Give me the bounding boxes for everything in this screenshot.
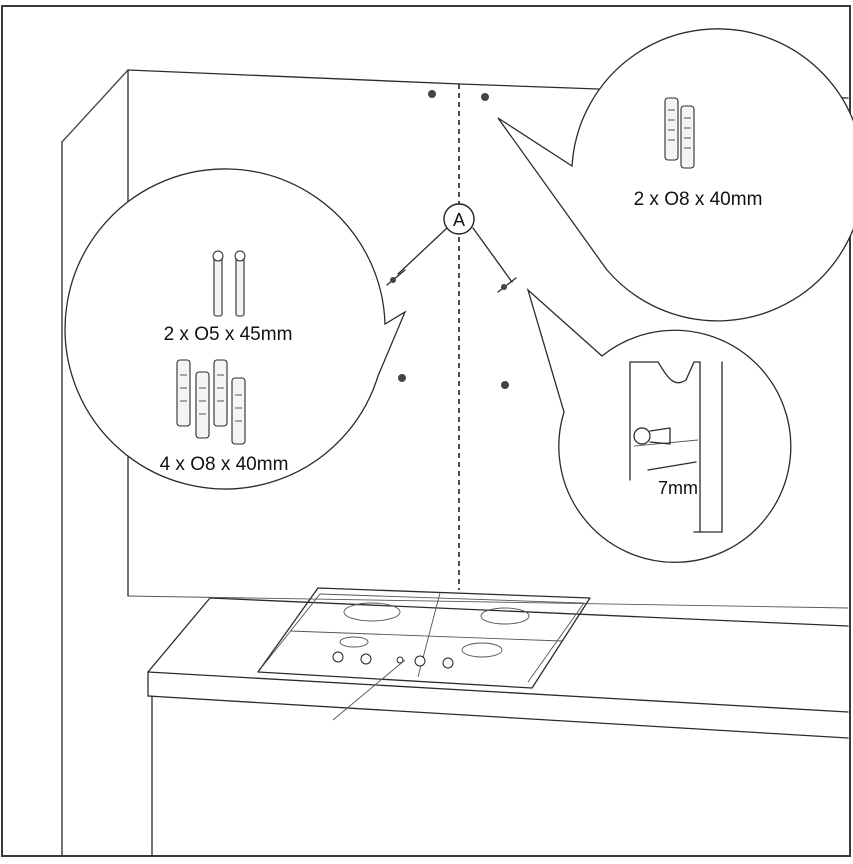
bubble-detail: 7mm: [526, 287, 792, 563]
bubble-top-right: 2 x O8 x 40mm: [497, 28, 853, 322]
callout-a-label: A: [453, 210, 465, 230]
drill-holes: [386, 90, 517, 389]
hob-knobs: [332, 651, 454, 669]
wall-section-detail: [629, 361, 723, 533]
diagram-frame: [1, 5, 851, 857]
label-left-plugs: 4 x O8 x 40mm: [160, 454, 289, 475]
wall-plugs-icon: [176, 359, 246, 445]
label-top-right: 2 x O8 x 40mm: [634, 189, 763, 210]
label-detail-depth: 7mm: [658, 478, 698, 498]
callout-a: A: [397, 203, 513, 283]
gas-hob: [257, 587, 591, 689]
bubble-left: 2 x O5 x 45mm 4 x O8 x 40mm: [64, 168, 407, 490]
screw-icon: [212, 250, 246, 317]
wall-plug-icon: [664, 97, 695, 169]
countertop: [127, 595, 849, 857]
label-left-screws: 2 x O5 x 45mm: [164, 324, 293, 345]
